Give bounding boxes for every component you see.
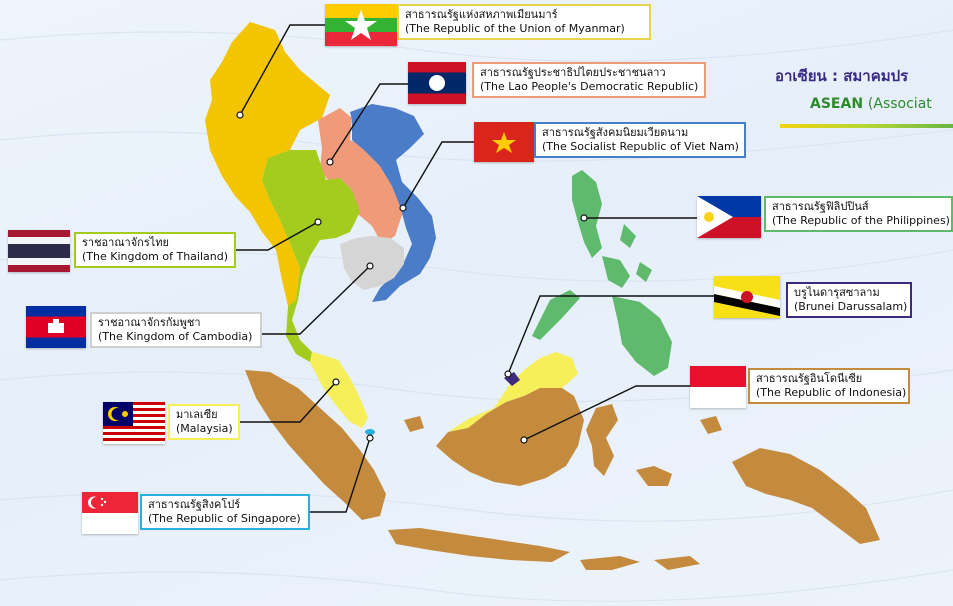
laos-name-thai: สาธารณรัฐประชาธิปไตยประชาชนลาว [480, 66, 666, 79]
thailand-name-thai: ราชอาณาจักรไทย [82, 236, 169, 249]
thailand-name-english: (The Kingdom of Thailand) [82, 250, 229, 263]
laos-label[interactable]: สาธารณรัฐประชาธิปไตยประชาชนลาว (The Lao … [472, 62, 706, 98]
singapore-flag-icon [82, 492, 138, 534]
malaysia-flag-icon [103, 402, 165, 444]
singapore-region[interactable] [365, 429, 375, 435]
vietnam-leader [402, 141, 474, 209]
cambodia-flag-icon [26, 306, 86, 348]
myanmar-name-english: (The Republic of the Union of Myanmar) [405, 22, 625, 35]
thailand-leader [235, 221, 319, 251]
cambodia-name-thai: ราชอาณาจักรกัมพูชา [98, 316, 201, 329]
singapore-leader [310, 437, 371, 513]
cambodia-region[interactable] [340, 236, 404, 290]
title-thai: อาเซียน : สมาคมปร [775, 67, 909, 85]
title-english: ASEAN (Associat [810, 96, 932, 112]
malaysia-name-thai: มาเลเซีย [176, 408, 218, 421]
laos-flag-icon [408, 62, 466, 104]
philippines-name-english: (The Republic of the Philippines) [772, 214, 950, 227]
singapore-label[interactable]: สาธารณรัฐสิงคโปร์ (The Republic of Singa… [140, 494, 310, 530]
thailand-flag-icon [8, 230, 70, 272]
philippines-region[interactable] [532, 170, 672, 376]
indonesia-flag-icon [690, 366, 746, 408]
indonesia-region[interactable] [245, 370, 880, 570]
vietnam-label[interactable]: สาธารณรัฐสังคมนิยมเวียดนาม (The Socialis… [534, 122, 746, 158]
malaysia-borneo-region[interactable] [448, 352, 578, 432]
vietnam-flag-icon [474, 122, 534, 162]
vietnam-name-english: (The Socialist Republic of Viet Nam) [542, 140, 739, 153]
myanmar-region[interactable] [205, 22, 330, 306]
philippines-label[interactable]: สาธารณรัฐฟิลิปปินส์ (The Republic of the… [764, 196, 953, 232]
malaysia-name-english: (Malaysia) [176, 422, 233, 435]
brunei-name-thai: บรูไนดารุสซาลาม [794, 286, 880, 299]
vietnam-region[interactable] [350, 104, 436, 302]
myanmar-name-thai: สาธารณรัฐแห่งสหภาพเมียนมาร์ [405, 8, 558, 21]
malaysia-leader [240, 381, 337, 423]
laos-leader [329, 83, 408, 163]
brunei-label[interactable]: บรูไนดารุสซาลาม (Brunei Darussalam) [786, 282, 912, 318]
cambodia-leader [262, 265, 371, 335]
indonesia-name-english: (The Republic of Indonesia) [756, 386, 907, 399]
title-english-rest: (Associat [867, 96, 932, 112]
indonesia-label[interactable]: สาธารณรัฐอินโดนีเซีย (The Republic of In… [748, 368, 910, 404]
cambodia-name-english: (The Kingdom of Cambodia) [98, 330, 253, 343]
indonesia-name-thai: สาธารณรัฐอินโดนีเซีย [756, 372, 863, 385]
thailand-region[interactable] [262, 150, 360, 362]
title-underline [780, 124, 953, 128]
brunei-flag-icon [714, 276, 780, 318]
thailand-label[interactable]: ราชอาณาจักรไทย (The Kingdom of Thailand) [74, 232, 236, 268]
laos-name-english: (The Lao People's Democratic Republic) [480, 80, 699, 93]
indonesia-leader [523, 385, 690, 441]
brunei-name-english: (Brunei Darussalam) [794, 300, 908, 313]
cambodia-label[interactable]: ราชอาณาจักรกัมพูชา (The Kingdom of Cambo… [90, 312, 262, 348]
brunei-leader [507, 295, 714, 375]
myanmar-leader [239, 24, 325, 116]
malaysia-label[interactable]: มาเลเซีย (Malaysia) [168, 404, 240, 440]
vietnam-name-thai: สาธารณรัฐสังคมนิยมเวียดนาม [542, 126, 689, 139]
singapore-name-thai: สาธารณรัฐสิงคโปร์ [148, 498, 241, 511]
philippines-flag-icon [697, 196, 761, 238]
laos-region[interactable] [318, 108, 403, 244]
malaysia-peninsula-region[interactable] [310, 352, 368, 428]
myanmar-flag-icon [325, 4, 397, 46]
title-english-acronym: ASEAN [810, 96, 864, 112]
singapore-name-english: (The Republic of Singapore) [148, 512, 301, 525]
philippines-name-thai: สาธารณรัฐฟิลิปปินส์ [772, 200, 869, 213]
myanmar-label[interactable]: สาธารณรัฐแห่งสหภาพเมียนมาร์ (The Republi… [397, 4, 651, 40]
brunei-region[interactable] [504, 372, 520, 386]
